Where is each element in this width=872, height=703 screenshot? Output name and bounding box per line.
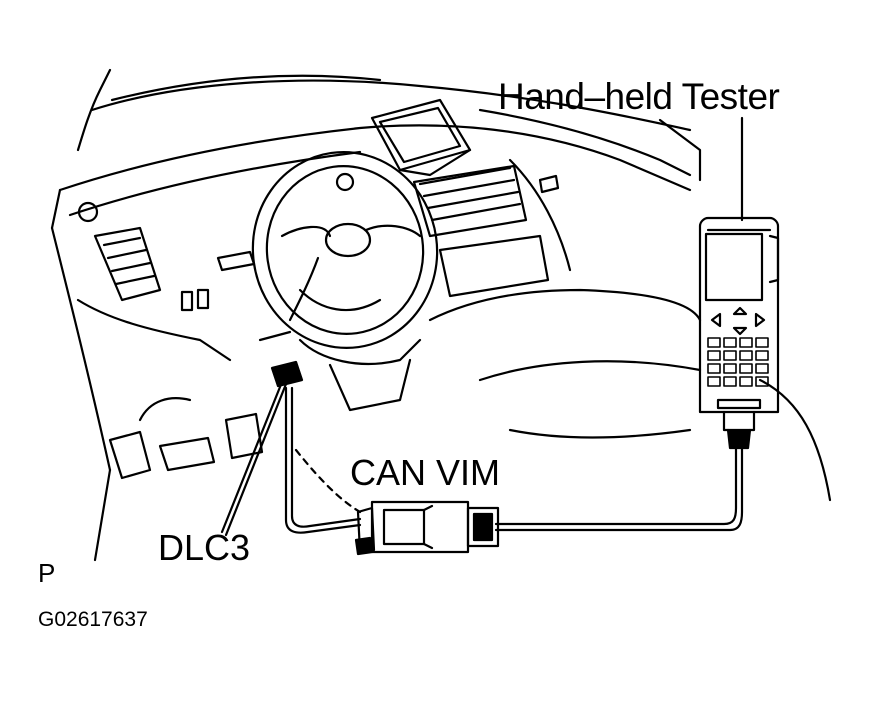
- view-marker-label: P: [38, 558, 56, 588]
- cables: [284, 386, 744, 534]
- hand-held-tester: [698, 216, 780, 450]
- dashboard-illustration: [50, 68, 832, 562]
- hand-held-tester-label: Hand–held Tester: [498, 76, 780, 117]
- dlc3-leader-line: [224, 382, 288, 537]
- tester-cable: [494, 446, 744, 532]
- dlc3-cable: [284, 386, 362, 534]
- dlc3-label: DLC3: [158, 527, 251, 568]
- figure-code-label: G02617637: [38, 608, 148, 631]
- can-vim-module: [354, 500, 500, 556]
- leader-lines: [220, 116, 744, 537]
- can-vim-label: CAN VIM: [350, 452, 501, 493]
